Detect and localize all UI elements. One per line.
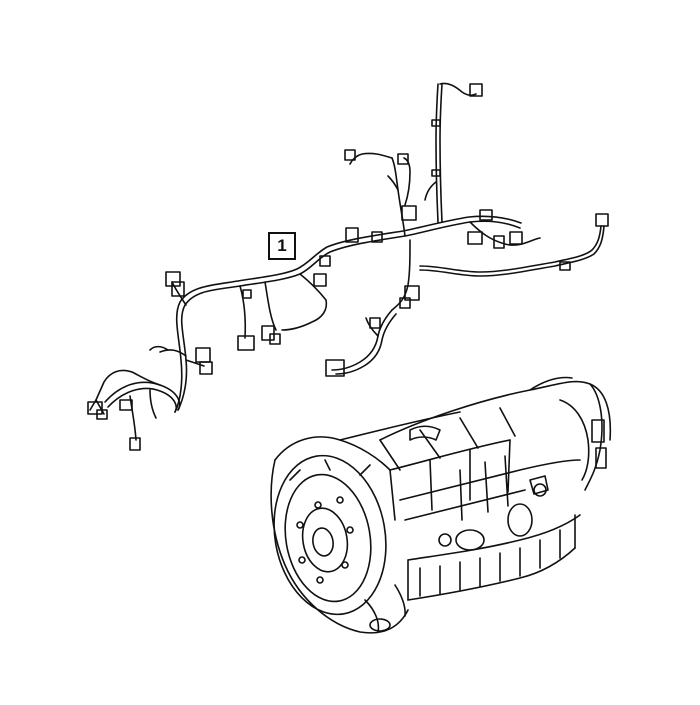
callout-1-label: 1 [277, 236, 287, 255]
callout-1: 1 [268, 232, 296, 260]
transmission-assembly [270, 376, 612, 634]
wiring-harness [87, 82, 609, 451]
